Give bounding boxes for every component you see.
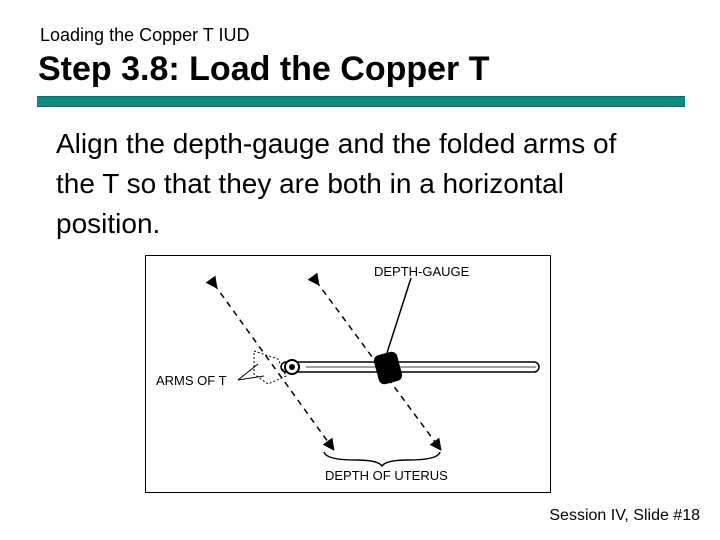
title-divider — [37, 96, 685, 107]
folded-t-arms — [253, 350, 287, 385]
iud-loading-illustration: DEPTH-GAUGE ARMS OF T DEPTH OF UTERUS — [145, 255, 551, 493]
slide-footer: Session IV, Slide #18 — [549, 507, 700, 524]
arms-of-t-label: ARMS OF T — [156, 373, 227, 388]
depth-of-uterus-label: DEPTH OF UTERUS — [325, 468, 448, 483]
slide-title: Step 3.8: Load the Copper T — [38, 50, 490, 88]
slide-subtitle: Loading the Copper T IUD — [40, 25, 250, 45]
depth-gauge-flange — [373, 351, 403, 385]
depth-of-uterus-brace — [323, 451, 441, 468]
slide-body-text: Align the depth-gauge and the folded arm… — [56, 128, 617, 239]
depth-gauge-pointer — [385, 277, 412, 357]
depth-gauge-label: DEPTH-GAUGE — [374, 264, 470, 279]
iud-diagram — [205, 272, 540, 468]
